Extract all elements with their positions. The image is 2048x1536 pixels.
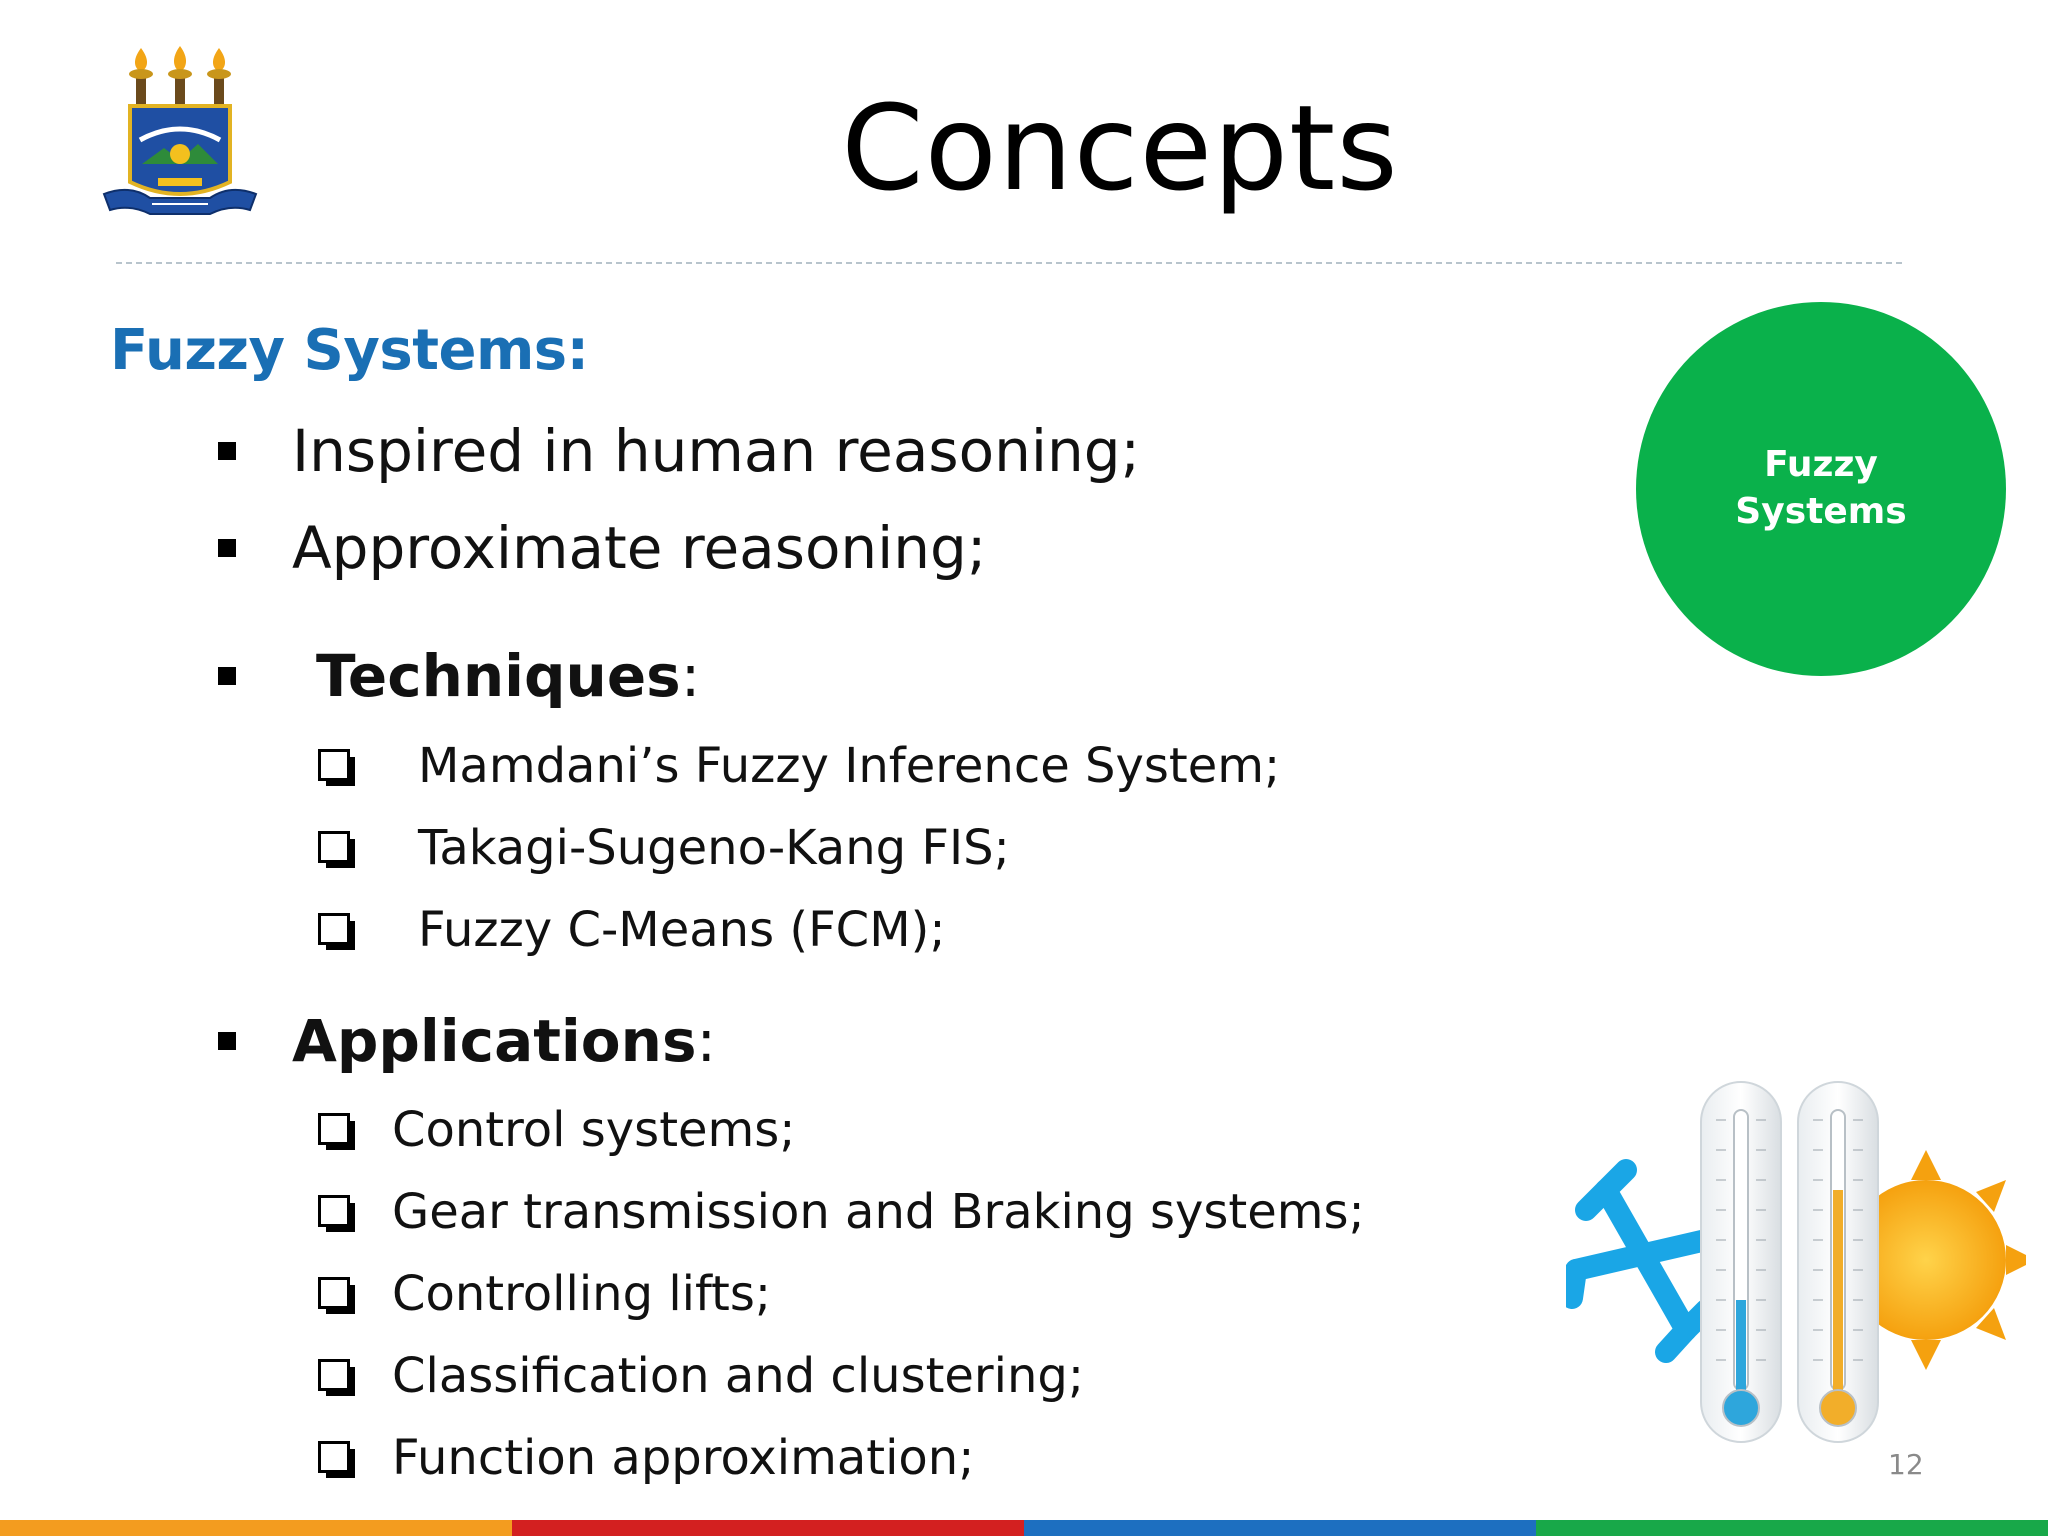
list-item: Control systems; xyxy=(318,1102,795,1158)
application-text: Control systems; xyxy=(392,1102,796,1158)
bottom-color-bar xyxy=(0,1520,2048,1536)
fuzzy-systems-circle: Fuzzy Systems xyxy=(1636,302,2006,676)
application-text: Function approximation; xyxy=(392,1430,975,1486)
list-item: Fuzzy C-Means (FCM); xyxy=(318,902,946,958)
page-title: Concepts xyxy=(841,79,1399,217)
bullet-applications: Applications: xyxy=(218,1007,716,1075)
checkbox-outline-icon xyxy=(318,749,355,786)
list-item: Classification and clustering; xyxy=(318,1348,1084,1404)
list-item: Takagi-Sugeno-Kang FIS; xyxy=(318,820,1010,876)
circle-label: Fuzzy Systems xyxy=(1711,442,1931,536)
list-item: Mamdani’s Fuzzy Inference System; xyxy=(318,738,1280,794)
list-item: Gear transmission and Braking systems; xyxy=(318,1184,1365,1240)
technique-text: Fuzzy C-Means (FCM); xyxy=(418,902,946,958)
technique-text: Takagi-Sugeno-Kang FIS; xyxy=(418,820,1010,876)
square-bullet-icon xyxy=(218,442,236,460)
bottom-bar-segment-red xyxy=(512,1520,1024,1536)
application-text: Classification and clustering; xyxy=(392,1348,1085,1404)
bullet-text: Approximate reasoning; xyxy=(292,514,987,582)
applications-label: Applications xyxy=(292,1007,697,1075)
circle-label-line2: Systems xyxy=(1735,491,1907,532)
technique-text: Mamdani’s Fuzzy Inference System; xyxy=(418,738,1281,794)
application-text: Gear transmission and Braking systems; xyxy=(392,1184,1365,1240)
bottom-bar-segment-green xyxy=(1536,1520,2048,1536)
checkbox-outline-icon xyxy=(318,1277,355,1314)
applications-suffix: : xyxy=(696,1007,717,1075)
checkbox-outline-icon xyxy=(318,913,355,950)
checkbox-outline-icon xyxy=(318,831,355,868)
title-divider xyxy=(116,262,1902,264)
page-number: 12 xyxy=(1888,1448,1924,1481)
list-item: Controlling lifts; xyxy=(318,1266,771,1322)
techniques-label: Techniques xyxy=(316,642,681,710)
square-bullet-icon xyxy=(218,539,236,557)
thermometers-snowflake-sun-icon xyxy=(1566,1081,2026,1443)
university-crest-icon xyxy=(102,46,258,215)
checkbox-outline-icon xyxy=(318,1113,355,1150)
bottom-bar-segment-blue xyxy=(1024,1520,1536,1536)
checkbox-outline-icon xyxy=(318,1195,355,1232)
bullet-text: Applications: xyxy=(292,1007,716,1075)
checkbox-outline-icon xyxy=(318,1441,355,1478)
square-bullet-icon xyxy=(218,1032,236,1050)
bullet-text: Techniques: xyxy=(316,642,700,710)
bullet-text: Inspired in human reasoning; xyxy=(292,417,1141,485)
techniques-suffix: : xyxy=(680,642,701,710)
bottom-bar-segment-orange xyxy=(0,1520,512,1536)
bullet-item: Approximate reasoning; xyxy=(218,514,986,582)
checkbox-outline-icon xyxy=(318,1359,355,1396)
bullet-techniques: Techniques: xyxy=(218,642,700,710)
circle-label-line1: Fuzzy xyxy=(1764,444,1878,486)
section-heading: Fuzzy Systems: xyxy=(110,318,589,383)
square-bullet-icon xyxy=(218,667,236,685)
list-item: Function approximation; xyxy=(318,1430,974,1486)
bullet-item: Inspired in human reasoning; xyxy=(218,417,1140,485)
application-text: Controlling lifts; xyxy=(392,1266,772,1322)
